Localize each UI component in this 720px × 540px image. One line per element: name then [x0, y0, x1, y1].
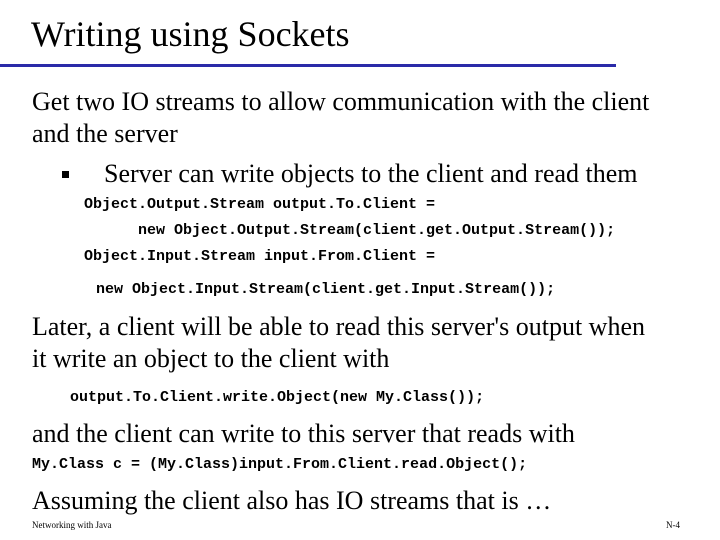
square-bullet-icon: [62, 171, 69, 178]
slide-title: Writing using Sockets: [31, 14, 350, 54]
later-line-1: Later, a client will be able to read thi…: [32, 312, 645, 341]
assuming-text: Assuming the client also has IO streams …: [32, 486, 552, 515]
code-write-object: output.To.Client.write.Object(new My.Cla…: [70, 389, 485, 406]
bullet-text: Server can write objects to the client a…: [104, 159, 638, 188]
intro-line-1: Get two IO streams to allow communicatio…: [32, 87, 650, 116]
code-line-input-new: new Object.Input.Stream(client.get.Input…: [96, 281, 556, 298]
later-line-2: it write an object to the client with: [32, 344, 390, 373]
intro-line-2: and the server: [32, 119, 178, 148]
code-line-input-decl: Object.Input.Stream input.From.Client =: [84, 248, 436, 265]
title-underline: [0, 64, 616, 67]
footer-left: Networking with Java: [32, 520, 112, 530]
code-line-output-decl: Object.Output.Stream output.To.Client =: [84, 196, 436, 213]
code-read-object: My.Class c = (My.Class)input.From.Client…: [32, 456, 528, 473]
client-write-text: and the client can write to this server …: [32, 419, 575, 448]
footer-page-number: N-4: [666, 520, 680, 530]
code-line-output-new: new Object.Output.Stream(client.get.Outp…: [138, 222, 616, 239]
